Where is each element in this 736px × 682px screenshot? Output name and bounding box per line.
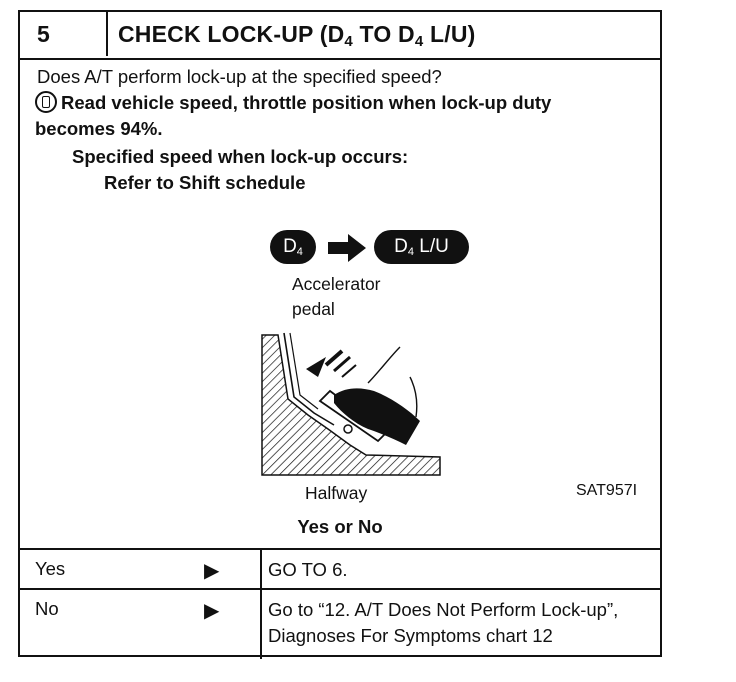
- halfway-label: Halfway: [305, 483, 368, 503]
- arrow-right-icon: ▶: [204, 560, 220, 582]
- pedal-illustration: [261, 332, 441, 476]
- pedal-label: pedal: [292, 299, 335, 319]
- gear-badge-d4-lu: D4 L/U: [374, 230, 469, 264]
- yes-or-no-prompt: Yes or No: [297, 516, 383, 537]
- arrow-right-icon: ▶: [204, 600, 220, 622]
- accelerator-label: Accelerator: [292, 274, 381, 294]
- accelerator-pedal-figure: D4 D4 L/U Accelerator pedal: [250, 217, 510, 507]
- step-number: 5: [20, 12, 108, 56]
- figure-code: SAT957I: [576, 482, 638, 499]
- answer-action[interactable]: GO TO 6.: [268, 559, 348, 580]
- answer-label: Yes: [35, 558, 66, 579]
- answer-action[interactable]: Go to “12. A/T Does Not Perform Lock-up”…: [268, 599, 619, 646]
- gear-badge-d4: D4: [270, 230, 316, 264]
- instruction-text: Read vehicle speed, throttle position wh…: [35, 91, 552, 139]
- consult-icon: [35, 91, 57, 113]
- diagnostic-step-table: 5 CHECK LOCK-UP (D4 TO D4 L/U) Does A/T …: [18, 10, 662, 659]
- answer-label: No: [35, 598, 59, 619]
- answer-row-no[interactable]: No ▶ Go to “12. A/T Does Not Perform Loc…: [20, 588, 660, 659]
- answer-row-yes[interactable]: Yes ▶ GO TO 6.: [20, 548, 660, 590]
- step-title: CHECK LOCK-UP (D4 TO D4 L/U): [118, 21, 476, 50]
- press-direction-arrow-icon: [306, 349, 357, 378]
- step-header: 5 CHECK LOCK-UP (D4 TO D4 L/U): [20, 12, 660, 60]
- specified-speed-label: Specified speed when lock-up occurs:: [72, 146, 409, 167]
- specified-speed-value: Refer to Shift schedule: [104, 172, 306, 193]
- transition-arrow-icon: [328, 234, 366, 262]
- question-text: Does A/T perform lock-up at the specifie…: [37, 66, 442, 87]
